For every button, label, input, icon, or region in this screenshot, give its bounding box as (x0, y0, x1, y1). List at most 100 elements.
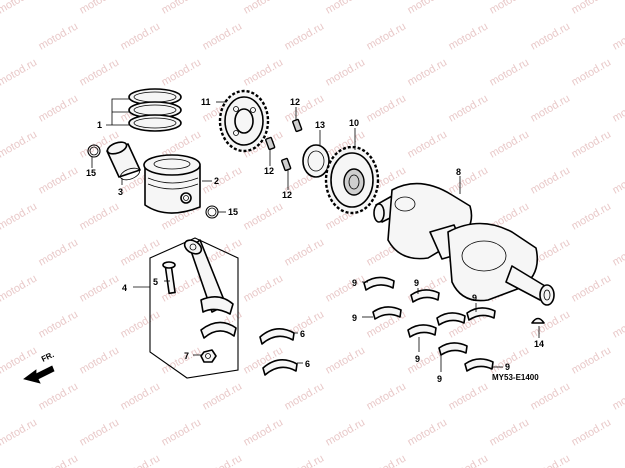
watermark-text: motod.ru (160, 0, 204, 17)
woodruff-key (531, 317, 545, 324)
watermark-text: motod.ru (201, 380, 245, 412)
watermark-text: motod.ru (324, 416, 368, 448)
connecting-rod-bolt (162, 261, 176, 295)
front-label: FR. (40, 350, 56, 364)
callout-12-middle: 12 (264, 166, 274, 176)
watermark-text: motod.ru (242, 200, 286, 232)
watermark-text: motod.ru (611, 380, 625, 412)
callout-12-bottom: 12 (282, 190, 292, 200)
watermark-text: motod.ru (365, 92, 409, 124)
piston-pin-clip-left (87, 144, 101, 158)
watermark-text: motod.ru (611, 164, 625, 196)
callout-6-upper: 6 (300, 329, 305, 339)
watermark-text: motod.ru (119, 380, 163, 412)
watermark-text: motod.ru (0, 0, 39, 17)
watermark-text: motod.ru (611, 20, 625, 52)
watermark-text: motod.ru (365, 20, 409, 52)
watermark-text: motod.ru (324, 0, 368, 17)
watermark-text: motod.ru (37, 20, 81, 52)
watermark-text: motod.ru (324, 272, 368, 304)
callout-9-c: 9 (414, 278, 419, 288)
watermark-text: motod.ru (447, 380, 491, 412)
main-bearing-2 (372, 306, 402, 320)
damper-spring-top (292, 118, 303, 133)
callout-6-lower: 6 (305, 359, 310, 369)
watermark-text: motod.ru (37, 236, 81, 268)
watermark-text: motod.ru (242, 56, 286, 88)
callout-7: 7 (184, 351, 189, 361)
watermark-text: motod.ru (37, 308, 81, 340)
callout-11: 11 (201, 97, 211, 107)
watermark-text: motod.ru (283, 20, 327, 52)
watermark-text: motod.ru (365, 452, 409, 468)
damper-spring-middle (265, 136, 276, 151)
connecting-rod (183, 239, 234, 315)
main-bearing-7 (438, 342, 468, 356)
watermark-text: motod.ru (0, 56, 39, 88)
connecting-rod-assembly-box (149, 237, 239, 379)
main-bearing-6 (407, 324, 437, 338)
main-bearing-3 (410, 289, 440, 303)
watermark-text: motod.ru (570, 56, 614, 88)
connecting-rod-bearing-lower (262, 359, 298, 376)
watermark-text: motod.ru (570, 344, 614, 376)
watermark-text: motod.ru (0, 272, 39, 304)
damper-spring-bottom (281, 157, 292, 172)
callout-4: 4 (122, 283, 127, 293)
watermark-text: motod.ru (283, 236, 327, 268)
crankshaft (373, 182, 555, 306)
watermark-text: motod.ru (283, 452, 327, 468)
watermark-text: motod.ru (242, 272, 286, 304)
main-bearing-1 (363, 276, 395, 291)
watermark-text: motod.ru (529, 164, 573, 196)
callout-9-g: 9 (505, 362, 510, 372)
watermark-text: motod.ru (160, 56, 204, 88)
main-bearing-4 (436, 312, 466, 326)
drive-sprocket (218, 89, 270, 153)
piston-pin-clip-right (205, 205, 219, 219)
watermark-text: motod.ru (119, 452, 163, 468)
front-arrow-icon (23, 365, 55, 384)
callout-9-d: 9 (472, 293, 477, 303)
callout-8: 8 (456, 167, 461, 177)
watermark-text: motod.ru (488, 0, 532, 17)
watermark-text: motod.ru (447, 20, 491, 52)
watermark-text: motod.ru (160, 272, 204, 304)
connecting-rod-nut (200, 349, 217, 363)
callout-13: 13 (315, 120, 325, 130)
watermark-text: motod.ru (488, 56, 532, 88)
watermark-text: motod.ru (570, 128, 614, 160)
watermark-text: motod.ru (37, 380, 81, 412)
piston (143, 154, 201, 214)
piston-rings (128, 88, 182, 132)
piston-pin (106, 141, 141, 181)
watermark-text: motod.ru (0, 200, 39, 232)
watermark-text: motod.ru (447, 92, 491, 124)
watermark-text: motod.ru (0, 416, 39, 448)
watermark-text: motod.ru (37, 92, 81, 124)
watermark-text: motod.ru (529, 308, 573, 340)
watermark-text: motod.ru (324, 344, 368, 376)
watermark-text: motod.ru (611, 452, 625, 468)
watermark-text: motod.ru (447, 164, 491, 196)
watermark-text: motod.ru (119, 308, 163, 340)
watermark-text: motod.ru (201, 20, 245, 52)
watermark-text: motod.ru (242, 416, 286, 448)
watermark-text: motod.ru (78, 0, 122, 17)
connecting-rod-bearing-upper (259, 328, 295, 345)
watermark-text: motod.ru (283, 380, 327, 412)
callout-15-left: 15 (86, 168, 96, 178)
watermark-text: motod.ru (160, 416, 204, 448)
watermark-text: motod.ru (0, 128, 39, 160)
callout-leaders (91, 98, 540, 372)
callout-3: 3 (118, 187, 123, 197)
watermark-text: motod.ru (160, 344, 204, 376)
main-bearing-8 (464, 358, 494, 372)
watermark-text: motod.ru (406, 56, 450, 88)
callout-9-b: 9 (352, 313, 357, 323)
callout-labels: 1 2 3 4 5 6 6 7 8 9 9 9 9 9 9 9 10 11 12… (86, 97, 544, 384)
watermark-text: motod.ru (570, 416, 614, 448)
watermark-text: motod.ru (529, 20, 573, 52)
watermark-text: motod.ru (406, 0, 450, 17)
